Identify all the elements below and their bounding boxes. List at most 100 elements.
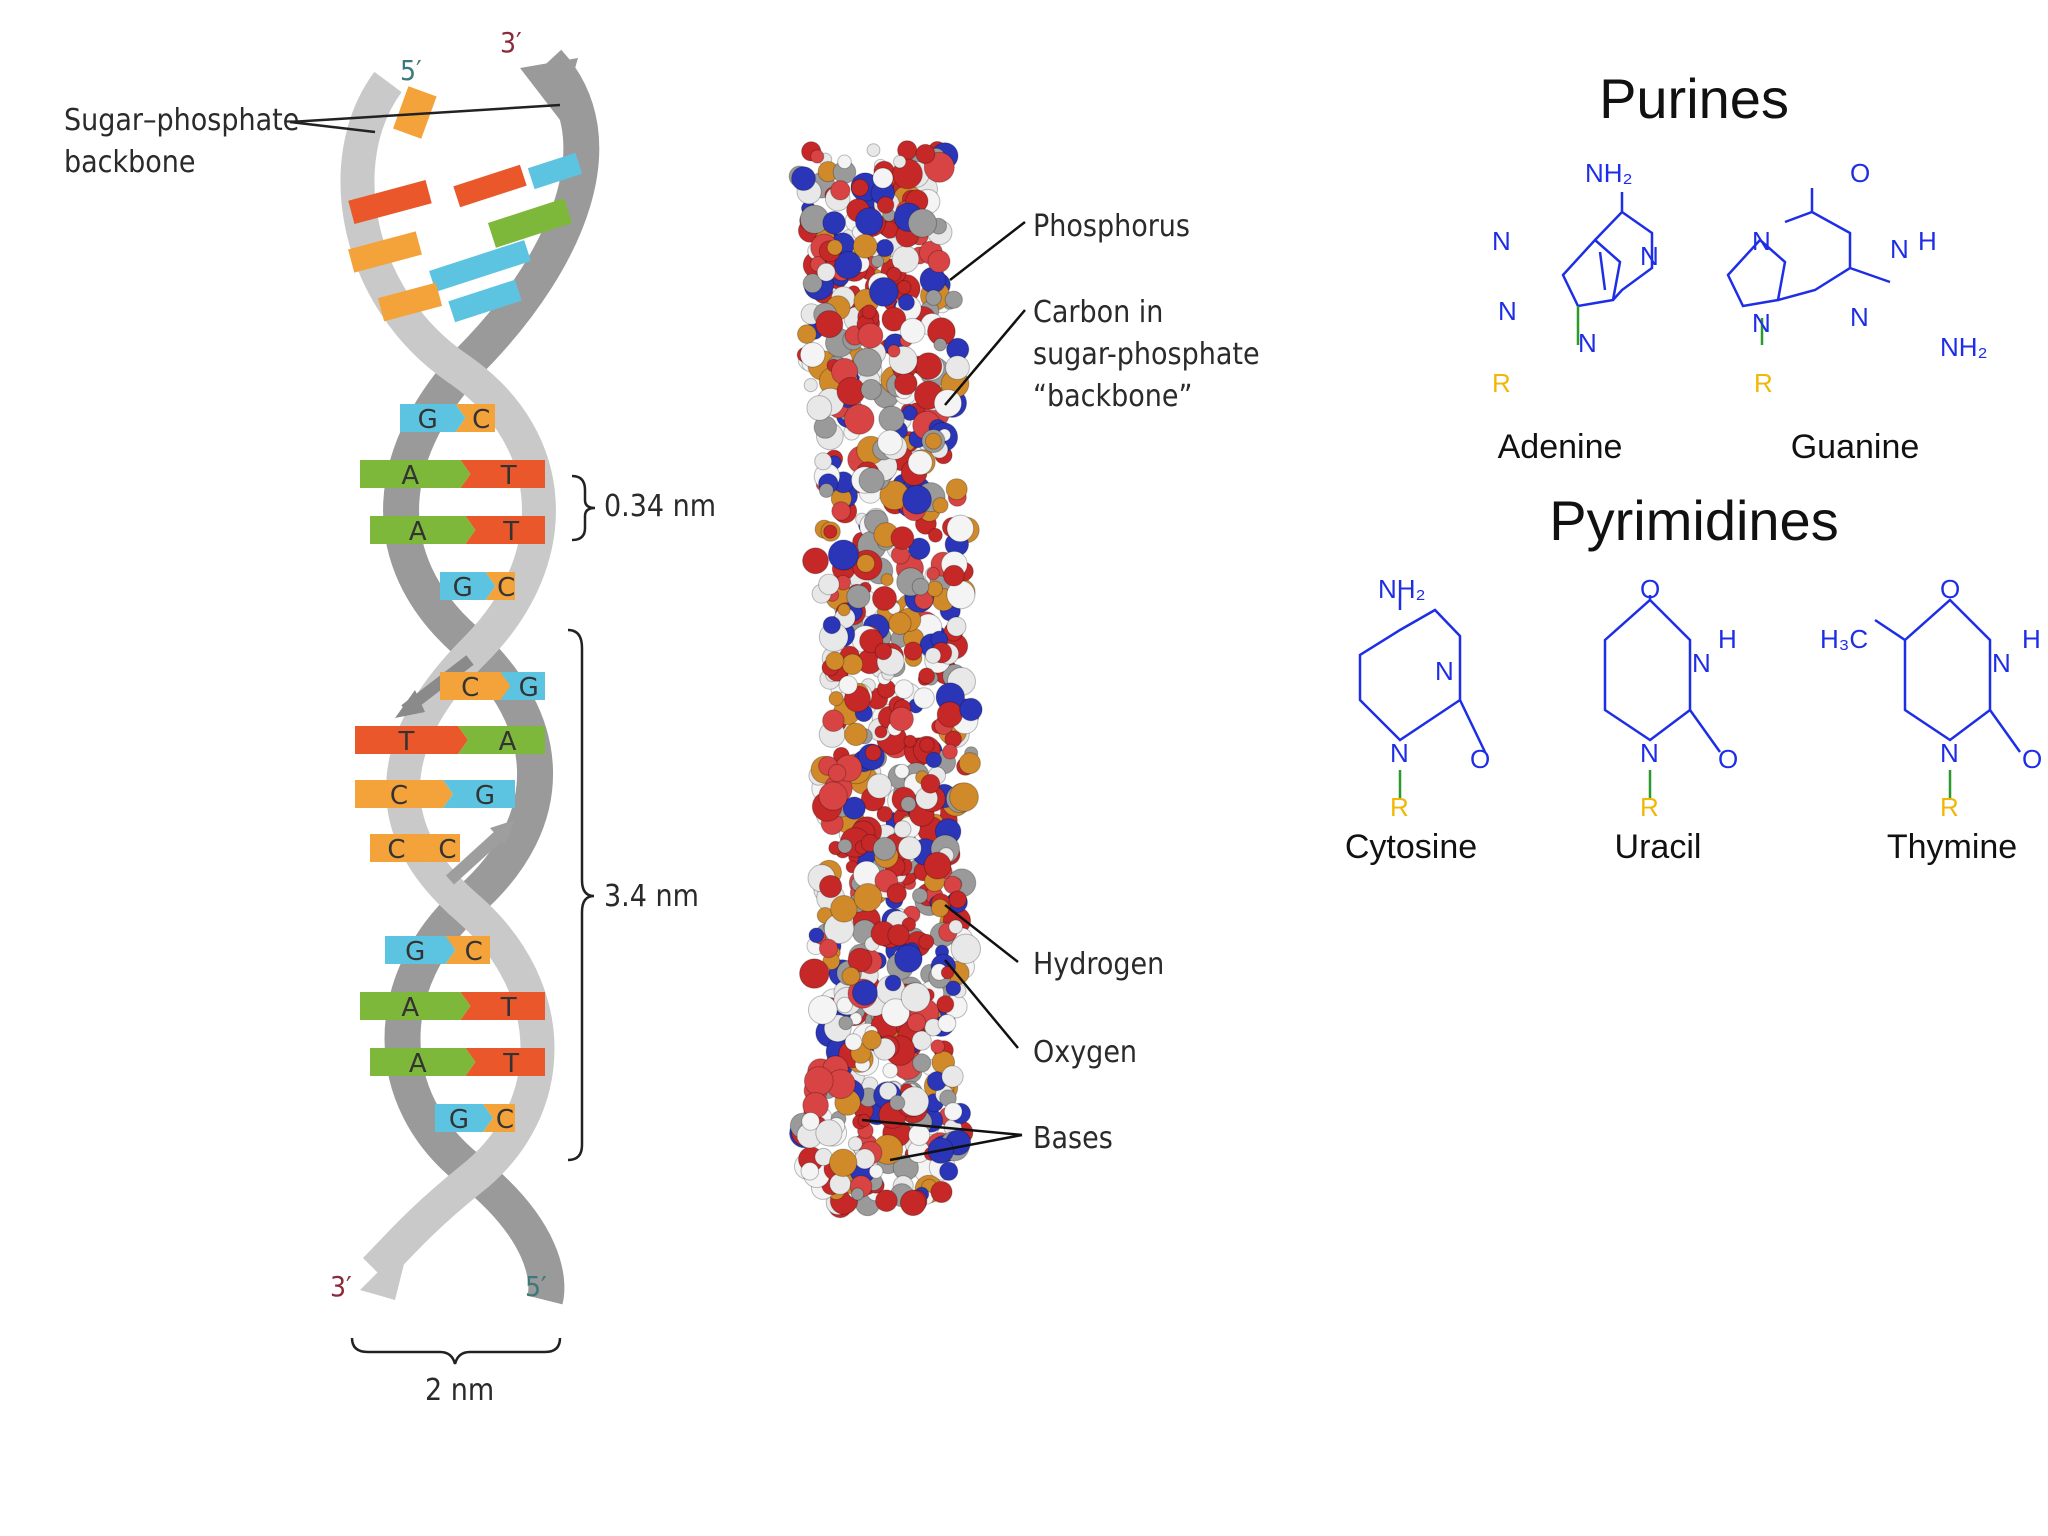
atom [888, 924, 909, 945]
base-left-letter-0: G [418, 405, 438, 435]
atom [861, 379, 881, 399]
svg-text:O: O [1718, 744, 1738, 774]
guanine-labels: O N N H N N NH₂ [1752, 158, 1988, 362]
atom [804, 379, 817, 392]
atom [947, 515, 974, 542]
nucleobase-panel: Purines Pyrimidines NH₂ N N N N R Adenin… [1345, 67, 2042, 866]
atom [940, 1162, 958, 1180]
svg-text:H: H [1918, 226, 1937, 256]
atom [873, 168, 893, 188]
base-right-letter-7: C [438, 835, 456, 865]
atom [844, 404, 874, 434]
atom [879, 406, 904, 431]
svg-text:N: N [1890, 234, 1909, 264]
atom [819, 484, 833, 498]
svg-text:N: N [1850, 302, 1869, 332]
thymine-labels: O H₃C N H N O [1820, 574, 2042, 774]
thymine-r: R [1940, 792, 1959, 822]
atom [838, 604, 850, 616]
hydrogen-label: Hydrogen [1033, 947, 1164, 982]
atom [891, 527, 914, 550]
svg-text:NH₂: NH₂ [1585, 158, 1633, 188]
atom [912, 578, 929, 595]
space-filling-model-panel: Phosphorus Carbon in sugar-phosphate “ba… [789, 141, 1268, 1218]
adenine-r: R [1492, 368, 1511, 398]
cytosine-name: Cytosine [1345, 828, 1477, 866]
atom [913, 1054, 931, 1072]
oxygen-label: Oxygen [1033, 1035, 1137, 1070]
atom [816, 311, 843, 338]
atom [858, 323, 883, 348]
phosphorus-pointer [950, 222, 1025, 280]
atom [839, 1016, 853, 1030]
atom [819, 939, 837, 957]
base-right-letter-3: C [497, 573, 515, 603]
atom [898, 837, 921, 860]
atom [907, 1013, 925, 1031]
backbone-label: Sugar–phosphate backbone [64, 103, 308, 180]
atom [928, 250, 950, 272]
atom [937, 702, 962, 727]
atom [792, 167, 816, 191]
base-left-letter-5: T [398, 727, 415, 757]
atom [819, 574, 840, 595]
atom [925, 433, 941, 449]
atom [915, 353, 942, 380]
atom [909, 1125, 930, 1146]
atom [960, 698, 982, 720]
adenine-name: Adenine [1498, 428, 1623, 466]
atom [920, 738, 935, 753]
pyrimidines-title: Pyrimidines [1549, 489, 1838, 552]
atom [853, 234, 877, 258]
atom [934, 338, 947, 351]
atom [959, 753, 980, 774]
atom [867, 774, 891, 798]
base-right-letter-0: C [472, 405, 490, 435]
svg-text:N: N [1992, 648, 2011, 678]
base-left-letter-10: A [409, 1049, 427, 1079]
atom [933, 498, 948, 513]
atom [838, 155, 852, 169]
uracil-r: R [1640, 792, 1659, 822]
svg-text:NH₂: NH₂ [1940, 332, 1988, 362]
atom [895, 764, 909, 778]
atom [949, 891, 966, 908]
atom [828, 540, 858, 570]
base-right-letter-6: G [475, 781, 495, 811]
svg-text:N: N [1498, 296, 1517, 326]
atom [937, 996, 954, 1013]
pitch-brace [568, 630, 594, 1160]
svg-text:N: N [1435, 656, 1454, 686]
atom [927, 581, 943, 597]
atom [949, 920, 963, 934]
thymine-name: Thymine [1887, 828, 2017, 866]
svg-text:N: N [1640, 241, 1659, 271]
atom [853, 980, 878, 1005]
atom [897, 281, 911, 295]
atom [800, 959, 829, 988]
svg-text:N: N [1752, 226, 1771, 256]
atom [838, 839, 852, 853]
atom [950, 783, 979, 812]
uracil-structure [1605, 595, 1720, 800]
svg-text:O: O [2022, 744, 2042, 774]
base-right-letter-10: T [502, 1049, 519, 1079]
atom [938, 1015, 956, 1033]
atom [895, 372, 917, 394]
atom [855, 1149, 875, 1169]
atom [946, 981, 961, 996]
atom [885, 975, 901, 991]
cytosine-labels: NH₂ N N O [1378, 574, 1490, 774]
base-left-letter-3: G [453, 573, 473, 603]
atom [876, 239, 893, 256]
atom [931, 899, 949, 917]
base-left-letter-6: C [390, 781, 408, 811]
base-left-letter-9: A [401, 993, 419, 1023]
atom [904, 642, 922, 660]
atom [823, 212, 846, 235]
atom [926, 290, 941, 305]
atom [798, 325, 817, 344]
svg-text:O: O [1850, 158, 1870, 188]
base-left-letter-7: C [387, 835, 405, 865]
atom [854, 884, 882, 912]
